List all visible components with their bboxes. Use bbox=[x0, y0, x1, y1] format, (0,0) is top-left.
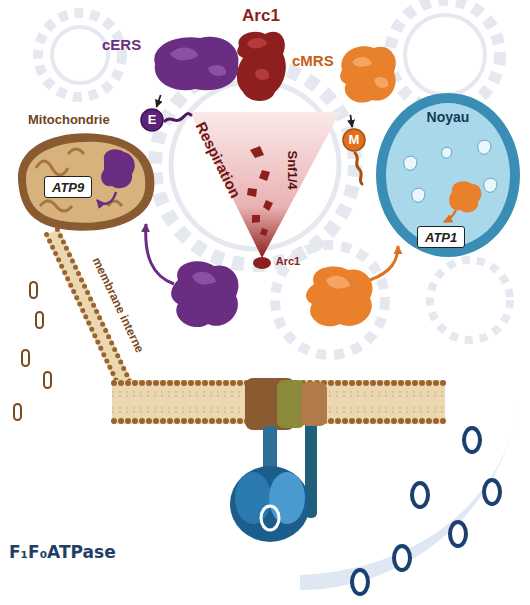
protein-label: Arc1 bbox=[276, 255, 300, 268]
atp-molecule bbox=[484, 480, 500, 504]
node-label: ATP9 bbox=[52, 180, 84, 196]
enzyme-blob-shape bbox=[170, 47, 226, 76]
pale-swoosh bbox=[300, 400, 520, 590]
membrane-label: membrane interne bbox=[89, 255, 147, 355]
atp-molecule bbox=[352, 570, 368, 594]
atp-synthase-shape bbox=[269, 472, 305, 524]
node-label: Noyau bbox=[427, 109, 470, 126]
respiration-arrow bbox=[247, 146, 273, 236]
free-enzymes bbox=[370, 246, 398, 280]
enzyme-blob-shape bbox=[340, 46, 396, 102]
node-label: Mitochondrie bbox=[28, 112, 110, 128]
free-enzymes bbox=[171, 261, 238, 327]
node-label: Arc1 bbox=[242, 6, 280, 26]
atp-synthase-shape bbox=[277, 380, 305, 428]
label-holder: membrane interne bbox=[89, 255, 147, 355]
gene-box: ATP1 bbox=[417, 226, 465, 248]
free-enzymes bbox=[306, 266, 372, 326]
amino-acid-circle: M bbox=[342, 128, 366, 152]
trna bbox=[355, 153, 362, 184]
respiration-arrow bbox=[253, 257, 271, 269]
gear-decor bbox=[430, 260, 510, 340]
amino-acid-circle-shape bbox=[141, 109, 163, 131]
atp-molecule bbox=[412, 483, 428, 507]
kinase-label: Snf1/4 bbox=[284, 150, 300, 189]
pathway-label: Respiration bbox=[192, 119, 245, 201]
label-holder: Snf1/4 bbox=[284, 150, 300, 189]
enzyme-blob-shape bbox=[352, 57, 388, 88]
label-holder: Arc1 bbox=[276, 255, 300, 268]
trna bbox=[165, 114, 191, 121]
capsule-decor bbox=[44, 372, 51, 388]
amino-acid-circle: E bbox=[140, 108, 164, 132]
gene-box: ATP9 bbox=[44, 176, 92, 198]
respiration-arrow bbox=[190, 112, 340, 258]
node-label: cERS bbox=[102, 36, 141, 54]
nucleus-shape bbox=[444, 210, 456, 222]
label-holder: Respiration bbox=[192, 119, 245, 201]
connector-arrow bbox=[156, 95, 160, 107]
nucleus-shape bbox=[404, 140, 497, 202]
mitochondrion-shape bbox=[101, 149, 135, 188]
atp-synthase: F₁F₀ATPase bbox=[5, 368, 335, 573]
gear-decor bbox=[38, 0, 510, 355]
nucleus-shape bbox=[376, 93, 520, 257]
atp-molecule bbox=[352, 428, 500, 594]
atp-synthase-shape bbox=[230, 466, 310, 542]
mitochondrion-shape bbox=[18, 133, 155, 230]
gear-decor bbox=[38, 13, 122, 97]
capsule-decor bbox=[22, 350, 29, 366]
nucleus-shape bbox=[386, 103, 510, 247]
node-label: M bbox=[349, 132, 360, 148]
node-label: cMRS bbox=[292, 52, 334, 70]
free-enzymes bbox=[326, 276, 350, 289]
capsule-decor bbox=[36, 312, 43, 328]
node-label: F₁F₀ATPase bbox=[9, 542, 116, 562]
enzyme-blob: cERS bbox=[100, 28, 245, 94]
gear-decor bbox=[275, 245, 385, 355]
atp-molecule bbox=[450, 522, 466, 546]
mitochondrion-shape bbox=[97, 192, 116, 204]
mitochondrion-shape bbox=[8, 110, 160, 236]
nucleus: NoyauATP1 bbox=[372, 80, 524, 258]
atp-molecule bbox=[464, 428, 480, 452]
enzyme-blob-shape bbox=[154, 37, 238, 90]
atp-molecule bbox=[394, 546, 410, 570]
free-enzymes bbox=[192, 272, 216, 285]
capsule-decor bbox=[30, 282, 37, 298]
amino-acid-circle-shape bbox=[343, 129, 365, 151]
free-enzymes bbox=[146, 224, 174, 284]
atp-synthase-shape bbox=[235, 472, 271, 524]
node-label: ATP1 bbox=[425, 230, 457, 246]
atp-synthase-shape bbox=[261, 506, 279, 530]
enzyme-blob-shape bbox=[290, 40, 400, 114]
nucleus-shape bbox=[449, 181, 481, 212]
capsule-decor bbox=[14, 282, 51, 420]
membrane bbox=[47, 235, 120, 388]
gear-decor bbox=[52, 27, 108, 83]
protein-complex-shape bbox=[237, 32, 286, 101]
atp-synthase-shape bbox=[301, 382, 327, 426]
protein-complex-shape bbox=[247, 38, 269, 80]
connector-arrow bbox=[350, 115, 352, 127]
capsule-decor bbox=[14, 404, 21, 420]
free-enzymes bbox=[146, 224, 398, 327]
enzyme-blob: cMRS bbox=[290, 40, 400, 114]
gear-decor bbox=[405, 15, 485, 95]
mitochondrion: MitochondrieATP9 bbox=[8, 110, 160, 236]
respiration-arrow bbox=[190, 112, 340, 269]
mitochondrion-shape bbox=[26, 142, 145, 223]
node-label: E bbox=[148, 112, 157, 128]
